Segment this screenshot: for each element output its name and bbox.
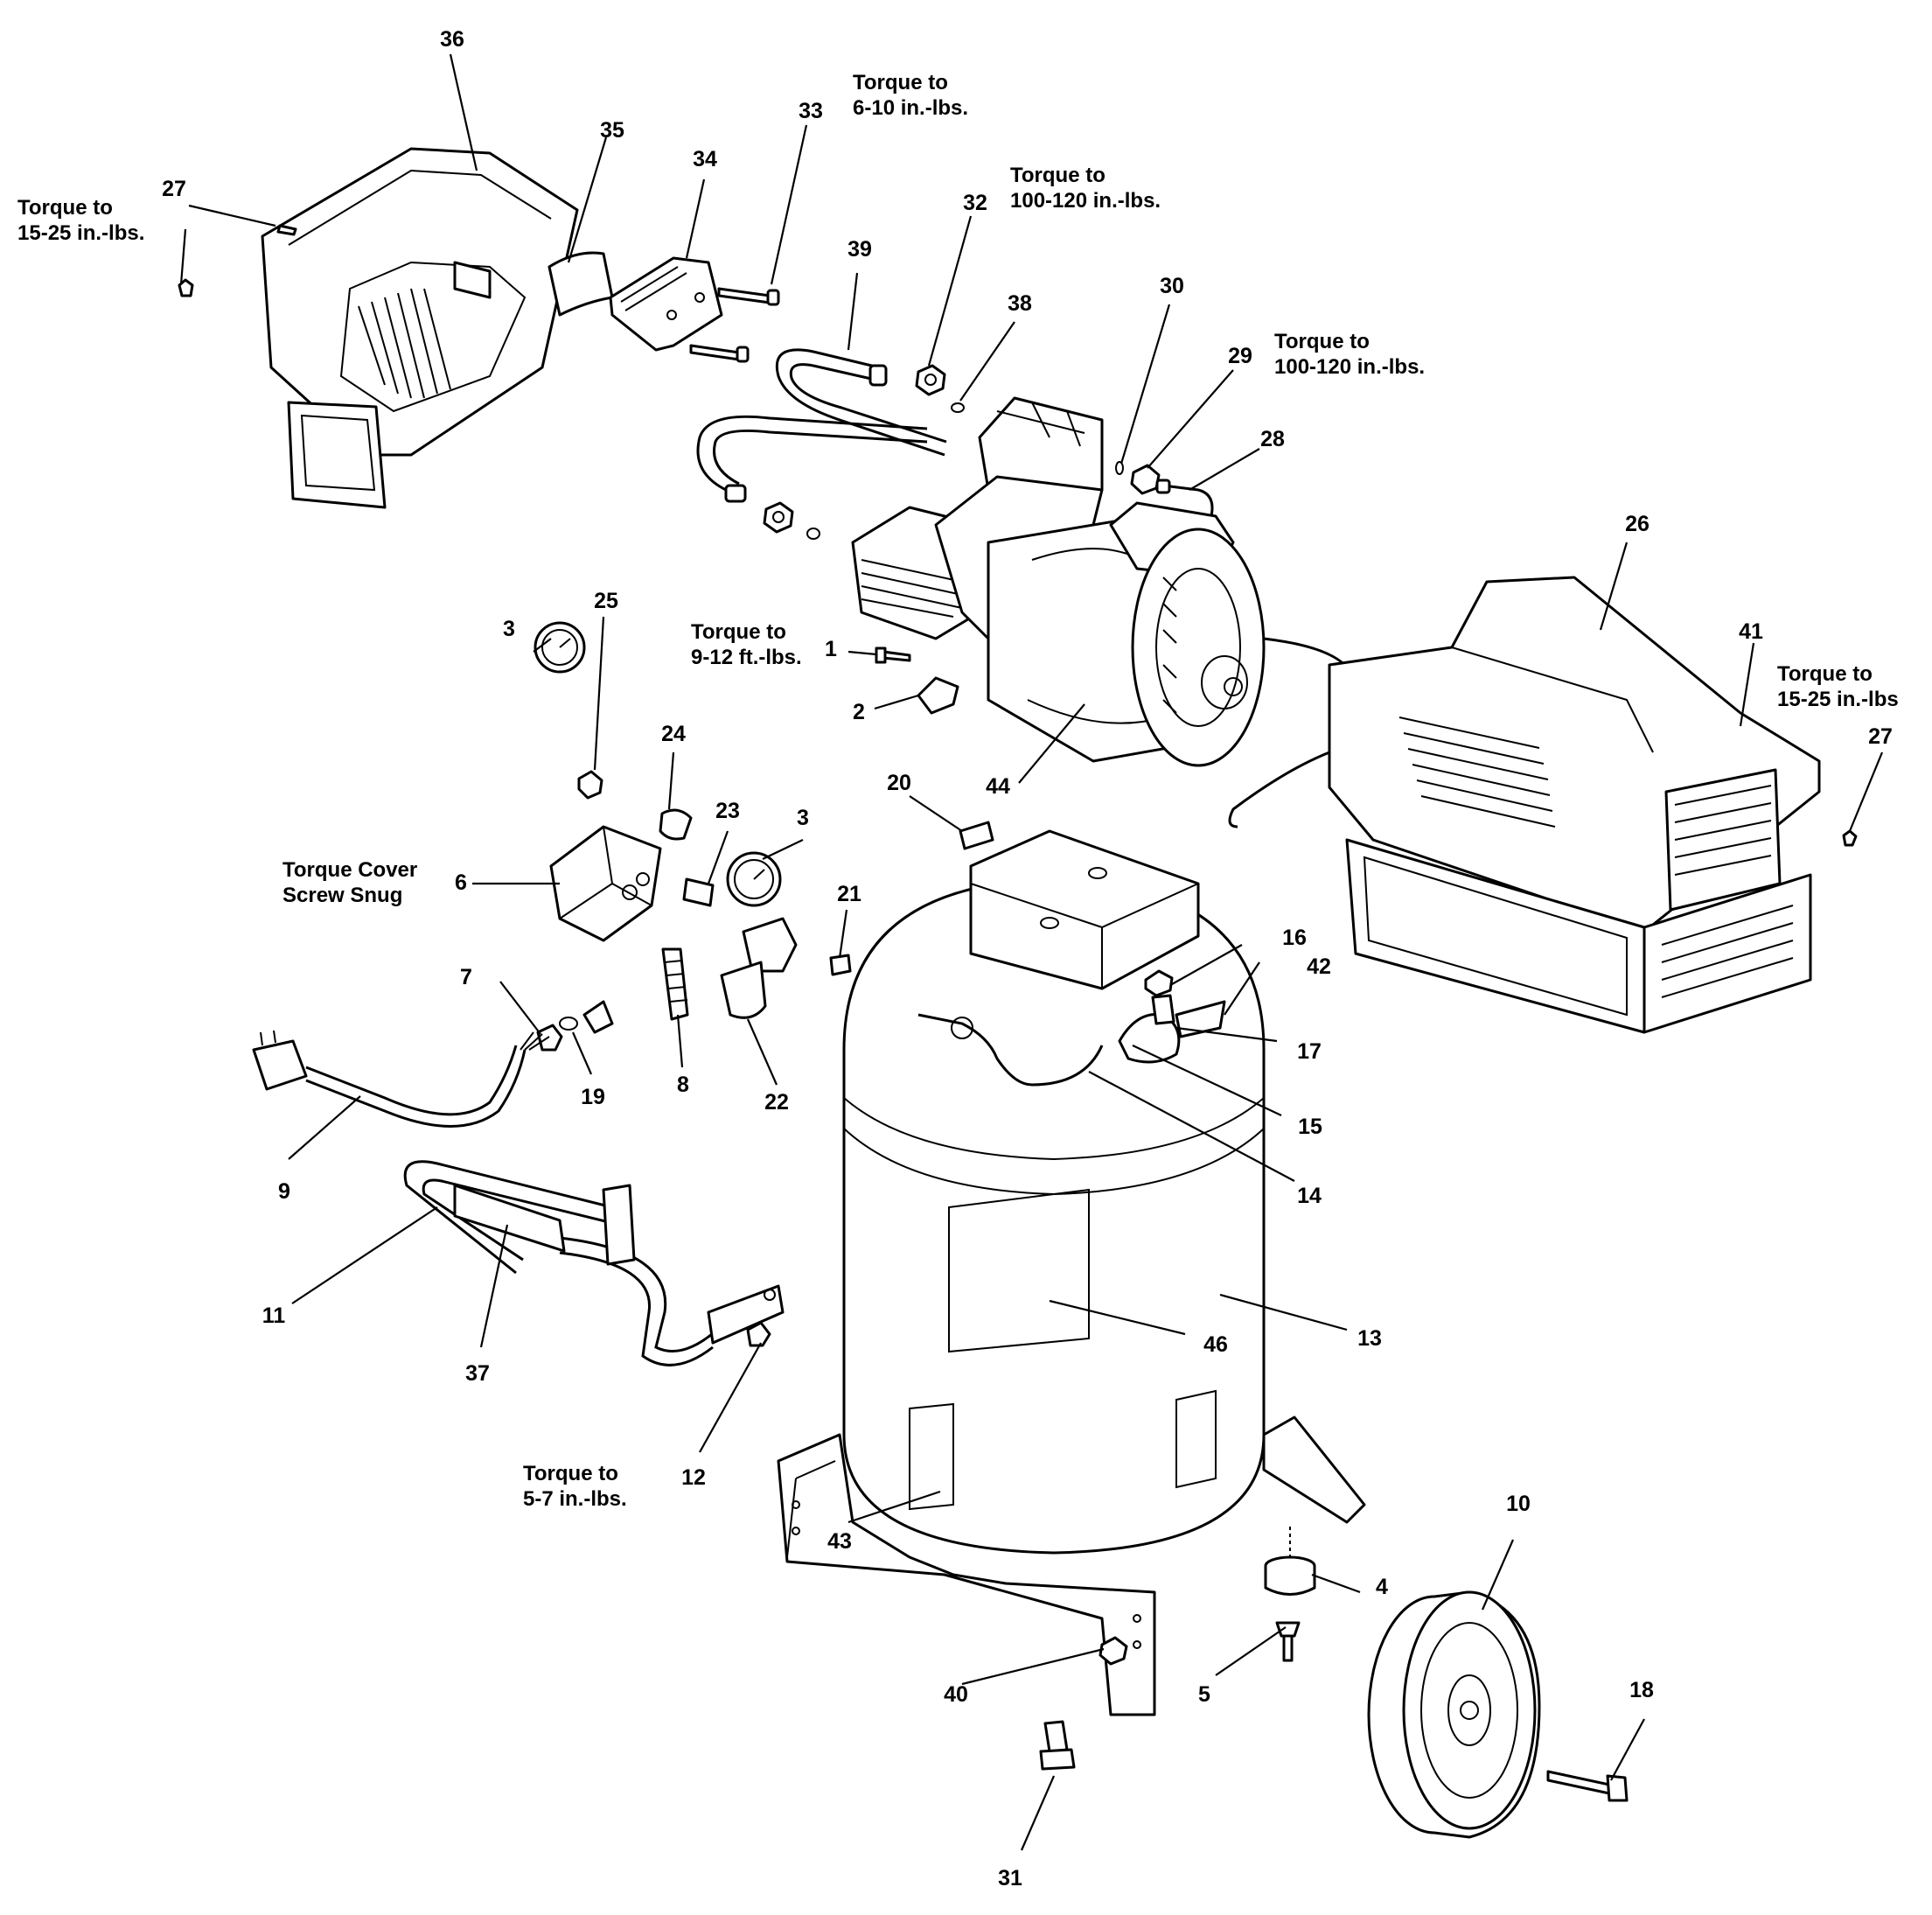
part-number-13: 13 — [1357, 1326, 1382, 1351]
part-number-8: 8 — [677, 1073, 689, 1097]
shroud-screws-drawing — [178, 224, 1858, 847]
air-filter-drawing — [548, 251, 614, 317]
part-number-42: 42 — [1307, 954, 1331, 979]
torque-note-5-7: Torque to 5-7 in.-lbs. — [523, 1462, 627, 1511]
leader-lines — [179, 53, 1884, 1851]
torque-note-9-12: Torque to 9-12 ft.-lbs. — [691, 620, 802, 669]
pressure-switch-assembly-drawing — [536, 808, 852, 1052]
part-number-16: 16 — [1282, 926, 1307, 950]
part-number-15: 15 — [1298, 1115, 1322, 1139]
part-number-19: 19 — [581, 1085, 605, 1109]
part-number-35: 35 — [600, 118, 624, 143]
part-number-36: 36 — [440, 27, 464, 52]
part-number-14: 14 — [1297, 1184, 1322, 1208]
part-number-17: 17 — [1297, 1039, 1322, 1064]
part-number-39: 39 — [847, 237, 872, 262]
screws-drawing — [689, 287, 780, 363]
part-number-37: 37 — [465, 1361, 490, 1386]
tank-base-drawing — [777, 1415, 1366, 1716]
rear-shroud-drawing — [261, 147, 579, 509]
part-number-27-left: 27 — [162, 177, 186, 201]
part-number-20: 20 — [887, 771, 911, 795]
filter-holder-drawing — [609, 256, 723, 352]
handle-drawing — [403, 1160, 785, 1366]
torque-note-6-10: Torque to 6-10 in.-lbs. — [853, 71, 968, 120]
part-number-40: 40 — [944, 1682, 968, 1707]
small-fittings-drawing — [1115, 461, 1214, 517]
part-number-32: 32 — [963, 191, 987, 215]
nut-and-oring-drawing — [763, 364, 965, 540]
part-number-29: 29 — [1228, 344, 1252, 368]
part-number-6: 6 — [455, 870, 467, 895]
part-number-11: 11 — [262, 1303, 286, 1328]
torque-note-100-120-right: Torque to 100-120 in.-lbs. — [1274, 330, 1425, 379]
part-number-46: 46 — [1203, 1332, 1228, 1357]
bolt-and-bushing-drawing — [875, 646, 959, 715]
part-number-33: 33 — [799, 99, 823, 123]
part-number-31: 31 — [998, 1866, 1022, 1891]
part-number-18: 18 — [1629, 1678, 1654, 1702]
front-shroud-drawing — [1328, 576, 1821, 1034]
part-number-24: 24 — [661, 722, 686, 746]
torque-notes: Torque to 15-25 in.-lbs. Torque to 6-10 … — [17, 71, 1899, 1511]
part-number-3-lower: 3 — [797, 806, 809, 830]
wheel-drawing — [1367, 1590, 1629, 1839]
transfer-tube-drawing — [696, 348, 947, 503]
part-number-9: 9 — [278, 1179, 290, 1204]
part-number-28: 28 — [1260, 427, 1285, 451]
torque-note-cover-screw: Torque Cover Screw Snug — [282, 858, 423, 907]
part-number-43: 43 — [827, 1529, 852, 1554]
part-number-23: 23 — [715, 799, 740, 823]
gauges-drawing — [534, 621, 782, 907]
part-number-34: 34 — [693, 147, 717, 171]
part-number-1: 1 — [825, 637, 837, 661]
torque-note-100-120-top: Torque to 100-120 in.-lbs. — [1010, 164, 1161, 213]
part-number-41: 41 — [1739, 619, 1763, 644]
power-cord-drawing — [252, 1030, 550, 1128]
part-number-7: 7 — [460, 965, 472, 989]
part-number-38: 38 — [1008, 291, 1032, 316]
part-number-4: 4 — [1376, 1575, 1388, 1599]
torque-note-15-25-right: Torque to 15-25 in.-lbs — [1777, 662, 1899, 711]
part-number-44: 44 — [986, 774, 1010, 799]
part-number-30: 30 — [1160, 274, 1184, 298]
part-number-3-upper: 3 — [503, 617, 515, 641]
part-number-22: 22 — [764, 1090, 789, 1115]
part-number-10: 10 — [1506, 1492, 1531, 1516]
part-number-27-right: 27 — [1868, 724, 1893, 749]
part-number-2: 2 — [853, 700, 865, 724]
part-number-25: 25 — [594, 589, 618, 613]
foot-bolt-drain-drawing — [1039, 1527, 1316, 1771]
part-number-5: 5 — [1198, 1682, 1210, 1707]
part-number-labels: 36 35 34 33 32 39 38 30 29 28 27 26 41 2… — [162, 27, 1893, 1891]
part-number-21: 21 — [837, 882, 861, 906]
part-number-12: 12 — [681, 1465, 706, 1490]
torque-note-15-25-left: Torque to 15-25 in.-lbs. — [17, 196, 144, 245]
air-tank-drawing — [842, 821, 1266, 1555]
pump-and-motor-drawing — [851, 396, 1354, 828]
part-number-26: 26 — [1625, 512, 1650, 536]
